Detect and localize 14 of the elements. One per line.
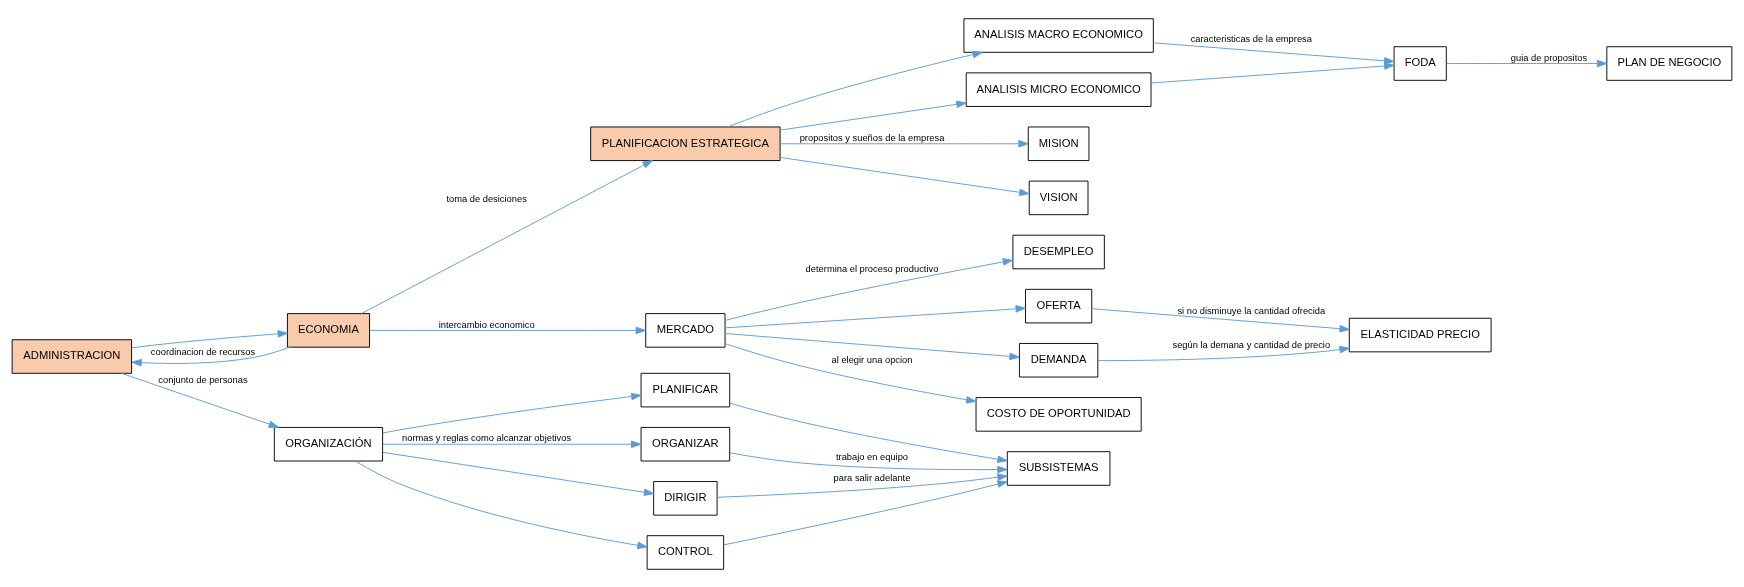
edge-label: trabajo en equipo	[835, 451, 909, 462]
edge-label: caracteristicas de la empresa	[1190, 33, 1312, 44]
edge-label: guia de propositos	[1510, 52, 1588, 63]
edge-label: según la demana y cantidad de precio	[1172, 339, 1331, 350]
edge-label: al elegir una opcion	[831, 354, 913, 365]
edge-label: determina el proceso productivo	[805, 263, 939, 274]
edge-label: conjunto de personas	[158, 374, 248, 385]
edge-label: propositos y sueños de la empresa	[799, 132, 945, 143]
edge-label: toma de desiciones	[446, 193, 527, 204]
edge-label: intercambio economico	[438, 319, 535, 330]
edge-label: normas y reglas como alcanzar objetivos	[402, 432, 572, 443]
edge-label: si no disminuye la cantidad ofrecida	[1177, 305, 1326, 316]
edge-label: para salir adelante	[833, 472, 911, 483]
edge-label: coordinacion de recursos	[150, 346, 256, 357]
